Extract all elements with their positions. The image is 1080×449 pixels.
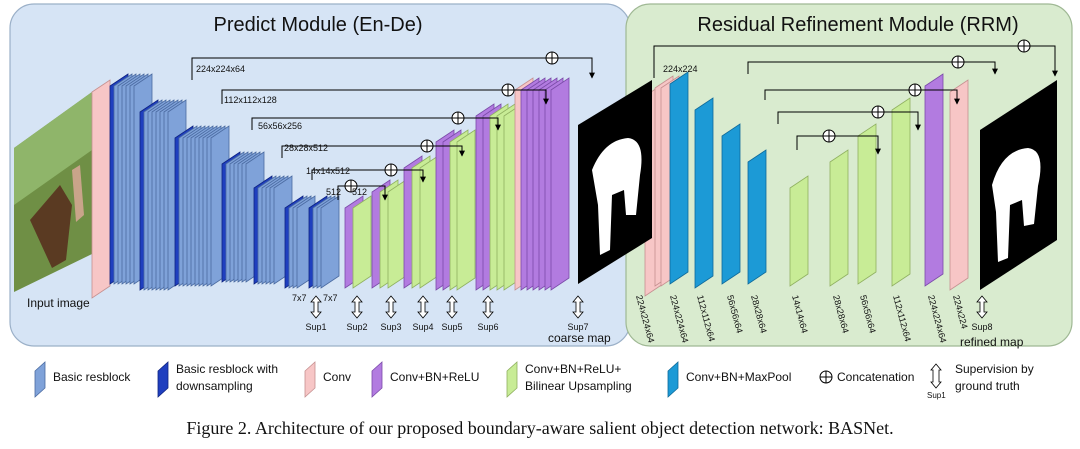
legend-concat: Concatenation <box>837 370 914 384</box>
legend-up-line1: Conv+BN+ReLU+ <box>525 362 621 376</box>
concat-marker-3 <box>451 111 465 125</box>
encoder-size-label-5: 14x14x512 <box>306 166 350 176</box>
legend-swatch-pool <box>667 361 679 398</box>
dec-stage3-4 <box>456 129 476 291</box>
encoder-size-label-7: 512 <box>352 187 367 197</box>
concatenation-markers <box>344 39 1031 193</box>
concat-marker-1 <box>545 51 559 65</box>
supervision-label-3: Sup3 <box>380 322 401 332</box>
legend-cbr: Conv+BN+ReLU <box>390 370 479 384</box>
rrm-pool2-1 <box>694 97 714 289</box>
figure-caption: Figure 2. Architecture of our proposed b… <box>186 418 894 438</box>
legend-conv: Conv <box>323 370 351 384</box>
legend-pool: Conv+BN+MaxPool <box>686 370 791 384</box>
supervision-arrow-6 <box>482 295 494 319</box>
skip-line-6 <box>337 185 388 201</box>
encoder-size-label-6: 512 <box>326 187 341 197</box>
legend-sup-line1: Supervision by <box>955 362 1034 376</box>
encoder-size-label-8: 7x7 <box>292 293 307 303</box>
rrm-up2-1 <box>857 123 877 285</box>
skip-connections <box>191 45 1058 201</box>
rrm-bridge-1 <box>789 175 809 287</box>
encoder-size-label-3: 56x56x256 <box>258 121 302 131</box>
supervision-label-6: Sup6 <box>477 322 498 332</box>
concat-marker-6 <box>344 179 358 193</box>
basnet-architecture-diagram: Predict Module (En-De) Residual Refineme… <box>9 3 1073 400</box>
supervision-arrow-4 <box>417 295 429 319</box>
legend-sup-line2: ground truth <box>955 379 1020 393</box>
legend-up-line2: Bilinear Upsampling <box>525 379 632 393</box>
legend-swatch-basic <box>34 361 46 398</box>
legend-swatch-cbr <box>371 361 383 398</box>
encoder-size-label-1: 224x224x64 <box>196 64 245 74</box>
encoder-size-label-2: 112x112x128 <box>224 95 277 105</box>
concat-marker-11 <box>822 129 836 143</box>
supervision-label-8: Sup8 <box>971 322 992 332</box>
dec-stage5-3 <box>387 179 407 289</box>
concat-marker-7 <box>1017 39 1031 53</box>
rrm-up3-1 <box>891 97 911 287</box>
supervision-icon <box>930 363 942 389</box>
supervision-arrow-3 <box>385 295 397 319</box>
legend-swatch-up <box>506 361 518 398</box>
skip-line-4 <box>281 145 465 158</box>
rrm-out-conv-1 <box>949 79 969 291</box>
supervision-arrow-5 <box>446 295 458 319</box>
supervision-arrow-8 <box>976 295 988 319</box>
supervision-arrow-1 <box>310 295 322 319</box>
rrm-up1-1 <box>829 149 849 287</box>
concat-marker-4 <box>420 139 434 153</box>
supervision-label-5: Sup5 <box>441 322 462 332</box>
refined-map-label: refined map <box>960 335 1024 349</box>
coarse-map <box>578 80 652 284</box>
supervision-label-4: Sup4 <box>412 322 433 332</box>
enc-conv <box>91 79 111 299</box>
legend-basic: Basic resblock <box>53 370 131 384</box>
supervision-label-2: Sup2 <box>346 322 367 332</box>
bridge-2-4 <box>320 195 340 289</box>
encoder-size-label-4: 28x28x512 <box>284 143 328 153</box>
legend-down-line1: Basic resblock with <box>176 362 278 376</box>
rrm-skip-2 <box>764 89 960 105</box>
rrm-out-cbr-1 <box>924 73 944 287</box>
dec-stage6-2 <box>352 195 372 289</box>
refined-map <box>980 80 1057 290</box>
rrm-top-size-label: 224x224 <box>663 64 698 74</box>
legend-sup-small: Sup1 <box>927 391 946 400</box>
supervision-label-7: Sup7 <box>567 322 588 332</box>
supervision-arrow-2 <box>351 295 363 319</box>
supervision-label-1: Sup1 <box>305 322 326 332</box>
legend-down-line2: downsampling <box>176 379 253 393</box>
rrm-skip-3 <box>777 111 921 131</box>
skip-line-1 <box>191 57 595 80</box>
concat-marker-5 <box>384 163 398 177</box>
legend-swatch-conv <box>304 361 316 398</box>
skip-line-2 <box>221 89 549 105</box>
legend-swatch-down <box>157 361 169 398</box>
layer-stack <box>91 71 969 299</box>
predict-module-title: Predict Module (En-De) <box>214 14 423 36</box>
concat-marker-9 <box>908 83 922 97</box>
supervision-arrows: Sup1 Sup2 Sup3 Sup4 Sup5 Sup6 Sup7 Sup8 <box>305 295 993 332</box>
rrm-skip-4 <box>796 135 881 155</box>
skip-line-3 <box>251 117 501 131</box>
rrm-skip-1 <box>747 61 998 75</box>
skip-line-5 <box>311 169 426 183</box>
encoder-size-label-9: 7x7 <box>323 293 338 303</box>
rrm-pool1-1 <box>669 71 689 285</box>
concat-marker-8 <box>951 55 965 69</box>
dec-stage1-7 <box>550 77 570 291</box>
rrm-pool3-1 <box>721 123 741 285</box>
coarse-map-label: coarse map <box>548 331 611 345</box>
input-image-label: Input image <box>27 296 90 310</box>
concat-marker-2 <box>501 83 515 97</box>
rrm-pool4-1 <box>747 149 767 285</box>
rrm-module-title: Residual Refinement Module (RRM) <box>697 14 1018 36</box>
input-image <box>14 92 92 292</box>
legend: Basic resblock Basic resblock with downs… <box>34 361 1034 400</box>
concat-marker-10 <box>871 105 885 119</box>
rrm-residual-line <box>653 45 1058 78</box>
supervision-arrow-7 <box>572 295 584 319</box>
